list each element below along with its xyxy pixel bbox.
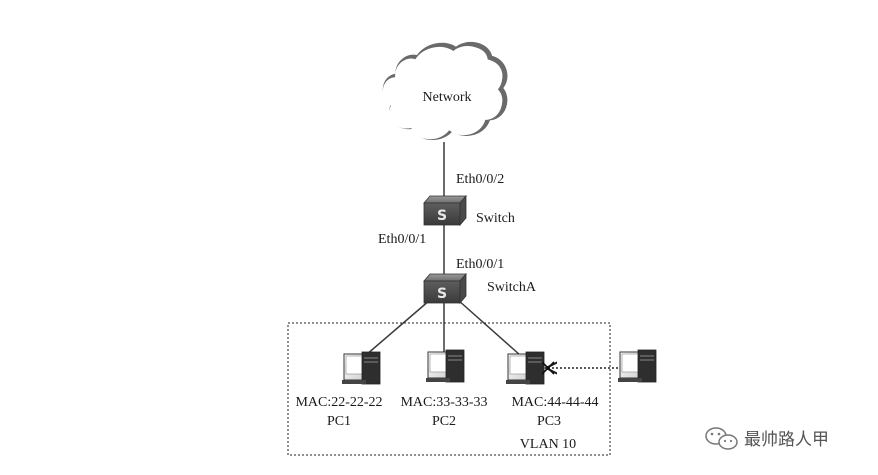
switcha-port-up: Eth0/0/1	[456, 257, 504, 272]
outside-pc-icon	[618, 349, 657, 383]
pc1-name: PC1	[327, 414, 351, 429]
pc2-icon	[426, 349, 465, 383]
switch-port-up: Eth0/0/2	[456, 172, 504, 187]
cloud-label: Network	[423, 90, 472, 105]
pc2-mac: MAC:33-33-33	[400, 395, 487, 410]
switch-port-down: Eth0/0/1	[378, 232, 426, 247]
switcha-letter: S	[437, 286, 447, 302]
switch-icon: S	[423, 194, 467, 227]
switcha-icon: S	[423, 272, 467, 305]
watermark-text: 最帅路人甲	[744, 430, 829, 450]
wechat-icon	[705, 427, 738, 450]
link-switcha-pc1	[365, 299, 431, 356]
link-switcha-pc3	[457, 299, 521, 356]
pc1-mac: MAC:22-22-22	[295, 395, 382, 410]
vlan-label: VLAN 10	[520, 437, 576, 452]
pc2-name: PC2	[432, 414, 456, 429]
pc3-mac: MAC:44-44-44	[511, 395, 598, 410]
block-x-icon	[541, 361, 555, 375]
switch-name: Switch	[476, 211, 515, 226]
pc1-icon	[342, 351, 381, 385]
switch-letter: S	[437, 208, 447, 224]
switcha-name: SwitchA	[487, 280, 537, 295]
pc3-name: PC3	[537, 414, 561, 429]
network-cloud: Network	[382, 41, 508, 140]
pc3-icon	[506, 351, 545, 385]
vlan-box	[287, 322, 611, 456]
